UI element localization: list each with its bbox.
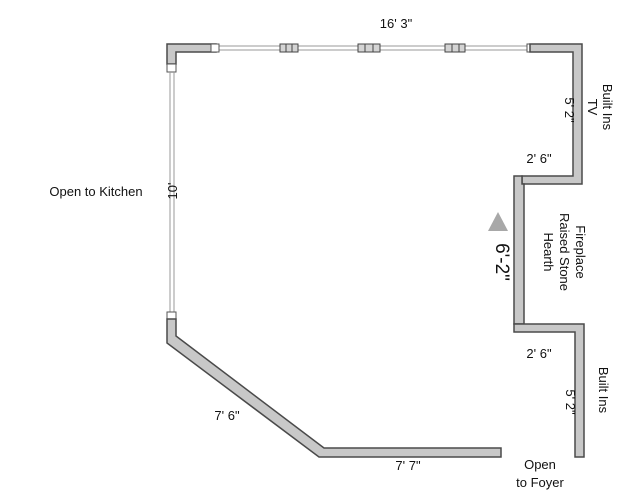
right-lower-wall — [513, 323, 585, 458]
fireplace-top-return-dimension: 2' 6" — [526, 151, 552, 166]
lower-builtin-label: Built Ins — [596, 367, 611, 414]
fireplace-label-line3: Hearth — [541, 232, 556, 271]
foyer-label-line1: Open — [524, 457, 556, 472]
angled-and-bottom-wall — [166, 318, 502, 458]
kitchen-opening-bottom-jamb — [166, 311, 177, 320]
fireplace-length-dimension: 6'-2" — [491, 243, 512, 281]
kitchen-opening-label: Open to Kitchen — [49, 184, 142, 199]
fireplace-wall — [513, 175, 525, 325]
window-mullion-2 — [357, 43, 381, 53]
fireplace-bottom-return-dimension: 2' 6" — [526, 346, 552, 361]
kitchen-opening-top-jamb — [166, 63, 177, 73]
upper-builtin-label-line1: Built Ins — [600, 84, 615, 131]
window-mullion-3 — [444, 43, 466, 53]
window-mullion-1 — [279, 43, 299, 53]
bottom-wall-dimension: 7' 7" — [395, 458, 421, 473]
window-jamb-left — [210, 43, 220, 53]
room-width-dimension: 16' 3" — [380, 16, 413, 31]
angled-wall-dimension: 7' 6" — [214, 408, 240, 423]
top-left-wall-corner — [166, 43, 217, 65]
upper-builtin-dimension: 5' 2" — [562, 97, 577, 123]
foyer-label-line2: to Foyer — [516, 475, 564, 490]
upper-builtin-label-line2: TV — [585, 99, 600, 116]
fireplace-label-line2: Raised Stone — [557, 213, 572, 291]
kitchen-opening-dimension: 10' — [165, 183, 180, 200]
direction-arrow-icon — [488, 212, 508, 231]
fireplace-label-line1: Fireplace — [573, 225, 588, 278]
lower-builtin-dimension: 5' 2" — [563, 389, 578, 415]
